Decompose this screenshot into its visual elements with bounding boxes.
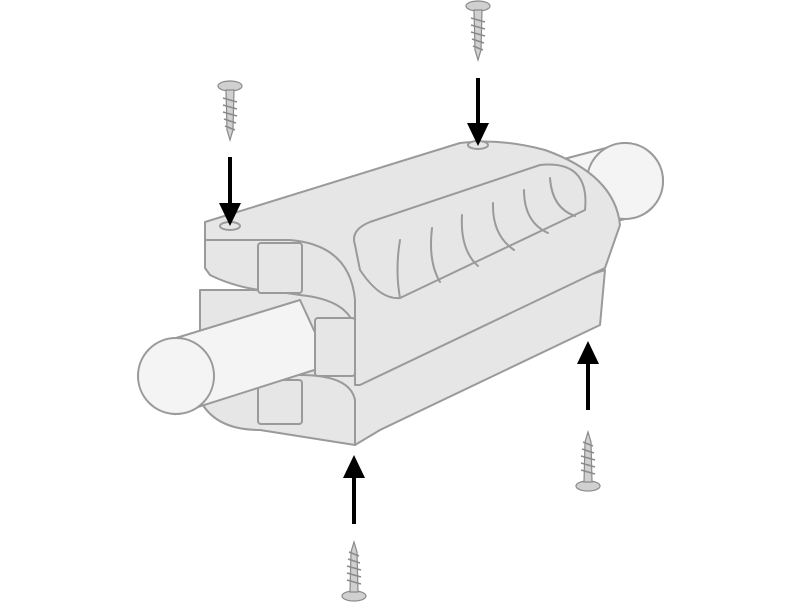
arrow-down-icon [219,157,241,226]
screw-icon [575,431,601,492]
arrow-down-icon [467,78,489,146]
arrow-up-icon [343,455,365,524]
screw-icon [341,541,367,602]
arrow-up-icon [577,341,599,410]
screw-icon [217,80,243,141]
screw-icon [465,0,491,61]
top-block [204,140,621,386]
